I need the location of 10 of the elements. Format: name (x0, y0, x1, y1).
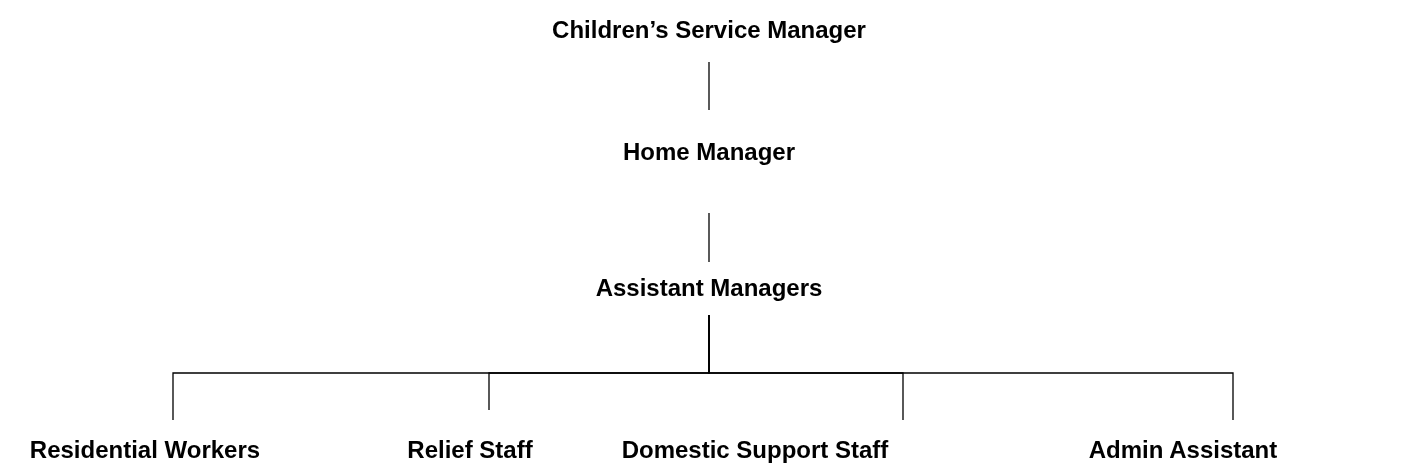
role-label: Relief Staff (401, 410, 539, 470)
role-label: Admin Assistant (1082, 420, 1284, 470)
role-label: Assistant Managers (589, 262, 829, 315)
connector-line (708, 61, 710, 111)
role-label: Home Manager (617, 110, 801, 213)
role-label: Domestic Support Staff (615, 420, 895, 470)
role-label: Residential Workers (23, 420, 267, 470)
connector-line (708, 212, 710, 263)
connector-line (708, 314, 1234, 421)
role-label: Children’s Service Manager (546, 13, 872, 62)
